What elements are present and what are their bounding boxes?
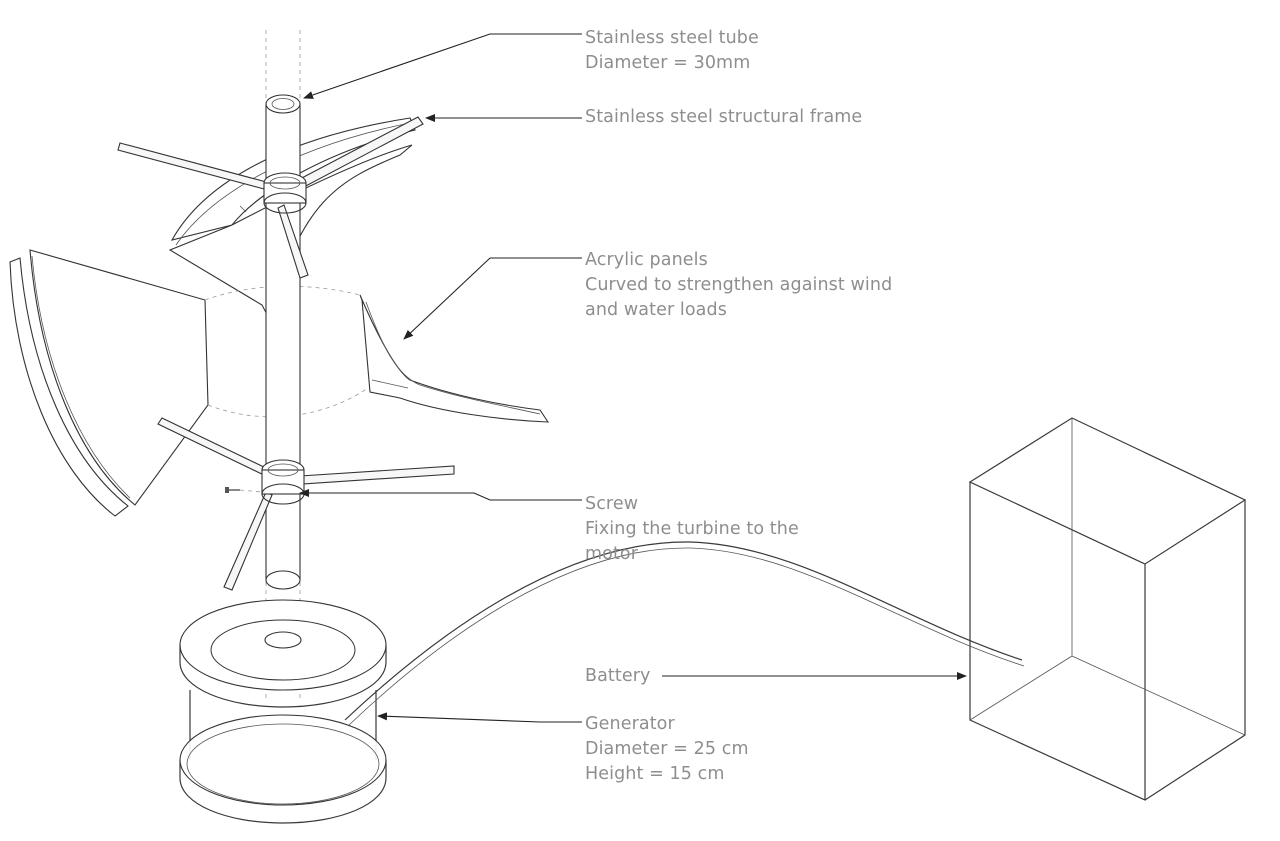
generator-label: Generator Diameter = 25 cm Height = 15 c…	[585, 712, 749, 787]
upper-structural-frame	[117, 116, 424, 279]
frame-label-title: Stainless steel structural frame	[585, 107, 863, 127]
power-cable	[344, 541, 1025, 727]
screw-label-title: Screw	[585, 494, 639, 514]
screw-label-line3: motor	[585, 544, 639, 564]
left-acrylic-panel	[9, 249, 209, 517]
battery-label: Battery	[585, 664, 650, 689]
generator-label-height: Height = 15 cm	[585, 764, 725, 784]
frame-label: Stainless steel structural frame	[585, 105, 862, 130]
right-acrylic-panel	[359, 294, 550, 423]
generator-label-title: Generator	[585, 714, 675, 734]
generator-label-diameter: Diameter = 25 cm	[585, 739, 749, 759]
screw-label-line2: Fixing the turbine to the	[585, 519, 799, 539]
panels-label-line3: and water loads	[585, 300, 727, 320]
tube-label: Stainless steel tube Diameter = 30mm	[585, 26, 759, 76]
screw-label: Screw Fixing the turbine to the motor	[585, 492, 799, 567]
panels-label: Acrylic panels Curved to strengthen agai…	[585, 248, 892, 323]
stainless-steel-tube	[265, 94, 301, 590]
leader-lines	[299, 33, 967, 723]
battery-label-title: Battery	[585, 666, 651, 686]
lower-structural-frame	[157, 417, 455, 591]
screw	[225, 487, 263, 493]
battery-box	[968, 417, 1247, 801]
generator	[179, 599, 387, 824]
tube-label-title: Stainless steel tube	[585, 28, 759, 48]
tube-label-diameter: Diameter = 30mm	[585, 53, 751, 73]
panels-label-title: Acrylic panels	[585, 250, 708, 270]
panels-label-line2: Curved to strengthen against wind	[585, 275, 893, 295]
